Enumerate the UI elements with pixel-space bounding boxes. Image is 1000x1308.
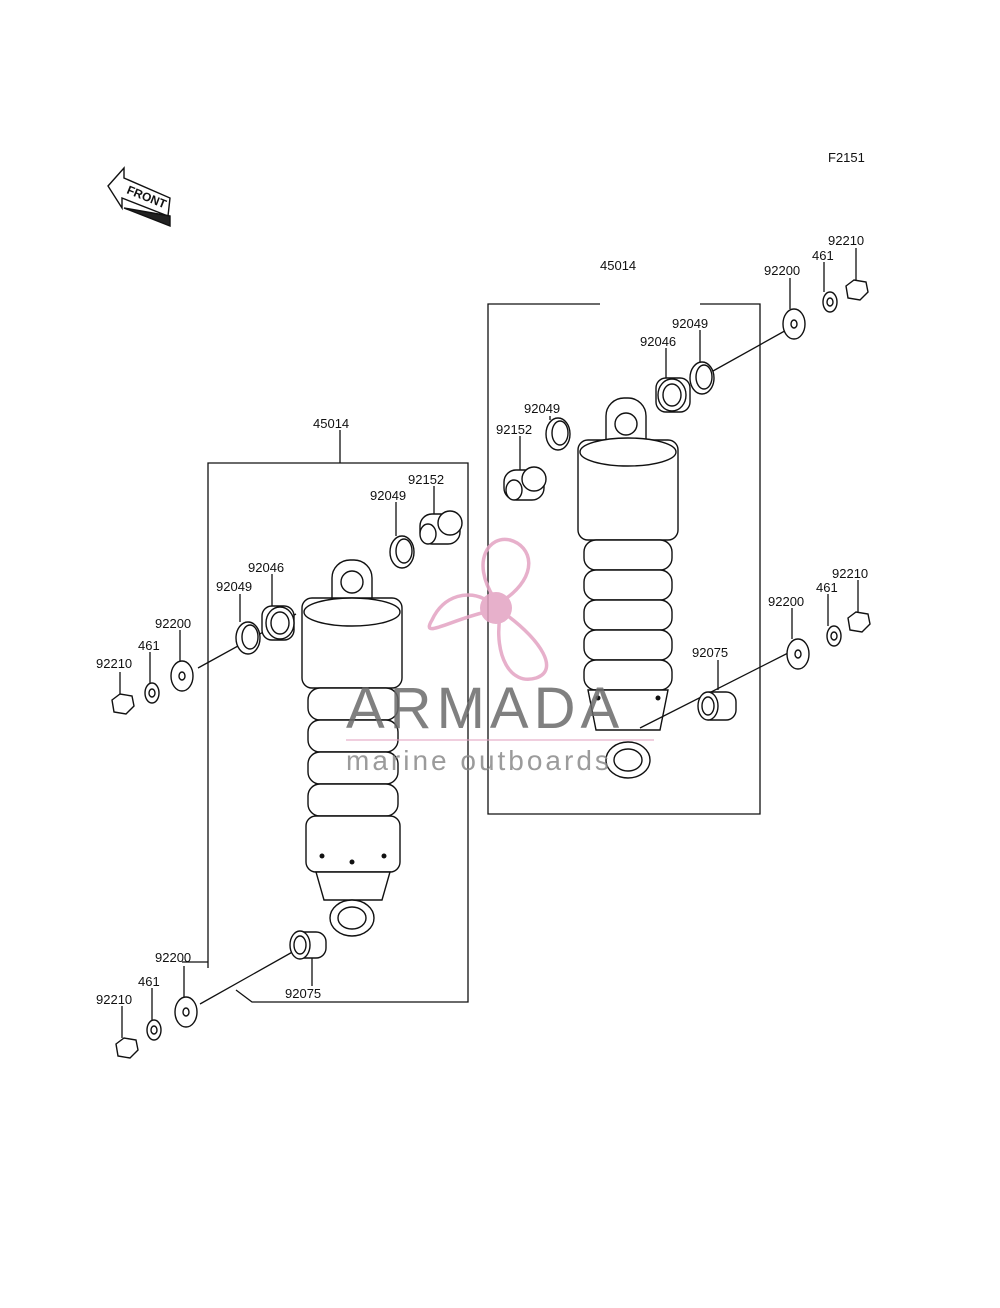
left-bottom-collar-label: 92075: [285, 986, 321, 1001]
right-bottom-collar-icon: [697, 660, 737, 721]
left-bottom-washer-icon: [174, 961, 208, 1028]
right-bottom-nut-label: 92210: [832, 566, 868, 581]
right-bottom-collar-label: 92075: [692, 645, 728, 660]
right-top-bushing-icon: [503, 436, 547, 501]
armada-logo-watermark: ARMADA marine outboards: [346, 537, 654, 776]
left-bottom-washer-label: 92200: [155, 950, 191, 965]
watermark-name: ARMADA: [346, 676, 624, 741]
left-shock-absorber: [301, 559, 403, 937]
right-top-seal-outer-label: 92049: [672, 316, 708, 331]
left-top-washer-icon: [170, 630, 194, 692]
left-bottom-nut-icon: [115, 1006, 139, 1059]
left-bottom-nut-label: 92210: [96, 992, 132, 1007]
left-top-nut-icon: [111, 672, 135, 715]
left-top-seal-inner-icon: [235, 594, 261, 655]
right-shock-absorber: [577, 397, 679, 779]
right-top-seal-inner-label: 92049: [524, 401, 560, 416]
right-assembly-label: 45014: [600, 258, 636, 273]
left-top-seal-outer-icon: [389, 502, 415, 569]
right-bottom-washer-label: 92200: [768, 594, 804, 609]
left-bottom-lock-washer-label: 461: [138, 974, 160, 989]
right-top-nut-icon: [845, 248, 869, 301]
left-top-lock-washer-label: 461: [138, 638, 160, 653]
left-top-bearing-label: 92046: [248, 560, 284, 575]
right-bottom-lock-washer-icon: [826, 594, 842, 647]
left-top-seal-inner-label: 92049: [216, 579, 252, 594]
left-top-nut-label: 92210: [96, 656, 132, 671]
right-bottom-nut-icon: [847, 580, 871, 633]
right-bottom-washer-icon: [786, 608, 810, 670]
right-top-bearing-label: 92046: [640, 334, 676, 349]
right-top-seal-inner-icon: [545, 416, 571, 451]
left-bottom-lock-washer-icon: [146, 988, 162, 1041]
left-top-lock-washer-icon: [144, 652, 160, 704]
left-bottom-collar-icon: [289, 930, 327, 986]
right-top-seal-outer-icon: [689, 330, 715, 395]
left-top-bearing-icon: [261, 574, 295, 641]
right-top-bearing-icon: [655, 348, 691, 413]
right-top-washer-icon: [782, 278, 806, 340]
left-assembly-label: 45014: [313, 416, 349, 431]
figure-code: F2151: [828, 150, 865, 165]
front-arrow-icon: FRONT: [107, 166, 171, 228]
right-top-lock-washer-label: 461: [812, 248, 834, 263]
left-top-bushing-label: 92152: [408, 472, 444, 487]
watermark-tagline: marine outboards: [346, 745, 612, 776]
left-shock-assembly: 45014 92210: [96, 416, 469, 1059]
right-shock-assembly: 45014 92210: [487, 233, 871, 815]
right-top-washer-label: 92200: [764, 263, 800, 278]
right-top-lock-washer-icon: [822, 262, 838, 313]
right-top-bushing-label: 92152: [496, 422, 532, 437]
left-top-bushing-icon: [419, 486, 463, 545]
left-top-seal-outer-label: 92049: [370, 488, 406, 503]
left-top-washer-label: 92200: [155, 616, 191, 631]
right-bottom-lock-washer-label: 461: [816, 580, 838, 595]
right-top-nut-label: 92210: [828, 233, 864, 248]
propeller-icon: [427, 537, 549, 681]
